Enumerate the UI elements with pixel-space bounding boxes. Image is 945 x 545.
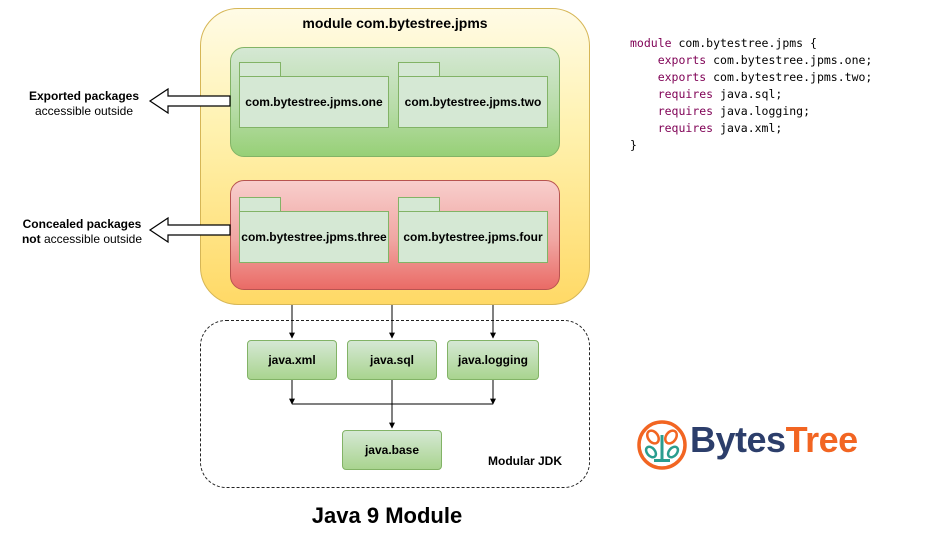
modular-jdk-label: Modular JDK — [488, 454, 563, 468]
jdk-module-java-sql: java.sql — [347, 340, 437, 380]
exported-label-line1: Exported packages — [28, 89, 140, 103]
package-three: com.bytestree.jpms.three — [239, 211, 389, 263]
package-one: com.bytestree.jpms.one — [239, 76, 389, 128]
exported-label-line2: accessible outside — [34, 104, 134, 118]
bytestree-logo-icon — [637, 420, 687, 470]
concealed-arrow — [148, 216, 231, 244]
concealed-label-rest: accessible outside — [40, 232, 143, 246]
jdk-module-java-logging: java.logging — [447, 340, 539, 380]
concealed-label: Concealed packages not accessible outsid… — [10, 217, 154, 247]
package-four: com.bytestree.jpms.four — [398, 211, 548, 263]
exported-label: Exported packages accessible outside — [14, 89, 154, 119]
bytestree-logo-text: BytesTree — [690, 419, 858, 460]
package-tab — [398, 197, 440, 211]
module-info-code: module com.bytestree.jpms { exports com.… — [630, 36, 873, 152]
diagram-caption: Java 9 Module — [311, 503, 463, 528]
package-two: com.bytestree.jpms.two — [398, 76, 548, 128]
package-tab — [239, 197, 281, 211]
exported-arrow — [148, 87, 231, 115]
jdk-module-java-base: java.base — [342, 430, 442, 470]
package-tab — [398, 62, 440, 76]
jdk-module-java-xml: java.xml — [247, 340, 337, 380]
modular-jdk-container — [200, 320, 590, 488]
module-title: module com.bytestree.jpms — [302, 15, 488, 31]
package-tab — [239, 62, 281, 76]
concealed-label-line1: Concealed packages — [22, 217, 142, 231]
concealed-label-not: not — [21, 232, 41, 246]
